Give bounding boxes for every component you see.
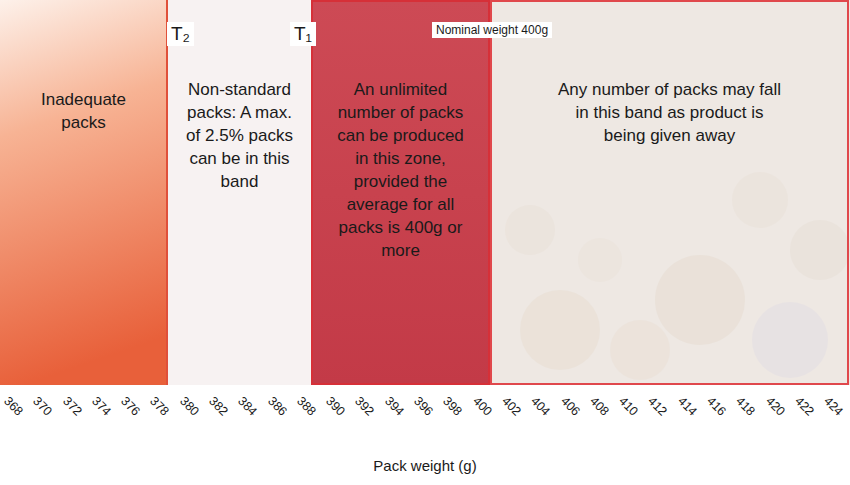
tick-label: 368: [1, 394, 26, 419]
tick-label: 380: [177, 394, 202, 419]
tick-label: 388: [294, 394, 319, 419]
tick-label: 378: [148, 394, 173, 419]
tick-label: 402: [499, 394, 524, 419]
band-text: Non-standard packs: A max. of 2.5% packs…: [181, 78, 299, 193]
tick-label: 370: [30, 394, 55, 419]
tick-label: 372: [60, 394, 85, 419]
band-text: Inadequate packs: [24, 88, 144, 134]
zone-border: [312, 1, 489, 384]
tick-label: 376: [118, 394, 143, 419]
t2-boundary: [166, 0, 168, 385]
tick-label: 382: [206, 394, 231, 419]
zone-fill: [312, 0, 489, 385]
tick-label: 414: [675, 394, 700, 419]
tick-label: 420: [763, 394, 788, 419]
band-text: Any number of packs may fall in this ban…: [555, 78, 785, 147]
tick-label: 396: [411, 394, 436, 419]
tick-label: 408: [587, 394, 612, 419]
giveaway-fill: [489, 0, 850, 385]
faded-produce-photo: [505, 172, 850, 380]
inadequate-fill: [0, 0, 167, 385]
threshold-label: T₂: [167, 22, 194, 46]
threshold-label: T₁: [290, 22, 316, 46]
tick-label: 374: [89, 394, 114, 419]
nonstandard-band: Non-standard packs: A max. of 2.5% packs…: [167, 0, 312, 385]
tick-label: 394: [382, 394, 407, 419]
tick-label: 400: [470, 394, 495, 419]
band-text: An unlimited number of packs can be prod…: [331, 78, 471, 262]
tick-label: 410: [616, 394, 641, 419]
tick-label: 418: [733, 394, 758, 419]
tick-label: 416: [704, 394, 729, 419]
tick-label: 406: [558, 394, 583, 419]
inadequate-band: Inadequate packs: [0, 0, 167, 385]
tick-label: 424: [821, 394, 846, 419]
giveaway-border: [491, 1, 848, 384]
tick-label: 392: [353, 394, 378, 419]
nominal-label: Nominal weight 400g: [432, 22, 552, 38]
axis-title: Pack weight (g): [373, 457, 476, 474]
tick-label: 412: [645, 394, 670, 419]
tick-label: 384: [235, 394, 260, 419]
tick-label: 422: [792, 394, 817, 419]
tick-label: 390: [323, 394, 348, 419]
giveaway-band: Any number of packs may fall in this ban…: [491, 0, 848, 385]
tick-label: 386: [265, 394, 290, 419]
tick-label: 404: [528, 394, 553, 419]
zone-band: An unlimited number of packs can be prod…: [312, 0, 489, 385]
tick-label: 398: [440, 394, 465, 419]
nonstandard-fill: [167, 0, 312, 385]
